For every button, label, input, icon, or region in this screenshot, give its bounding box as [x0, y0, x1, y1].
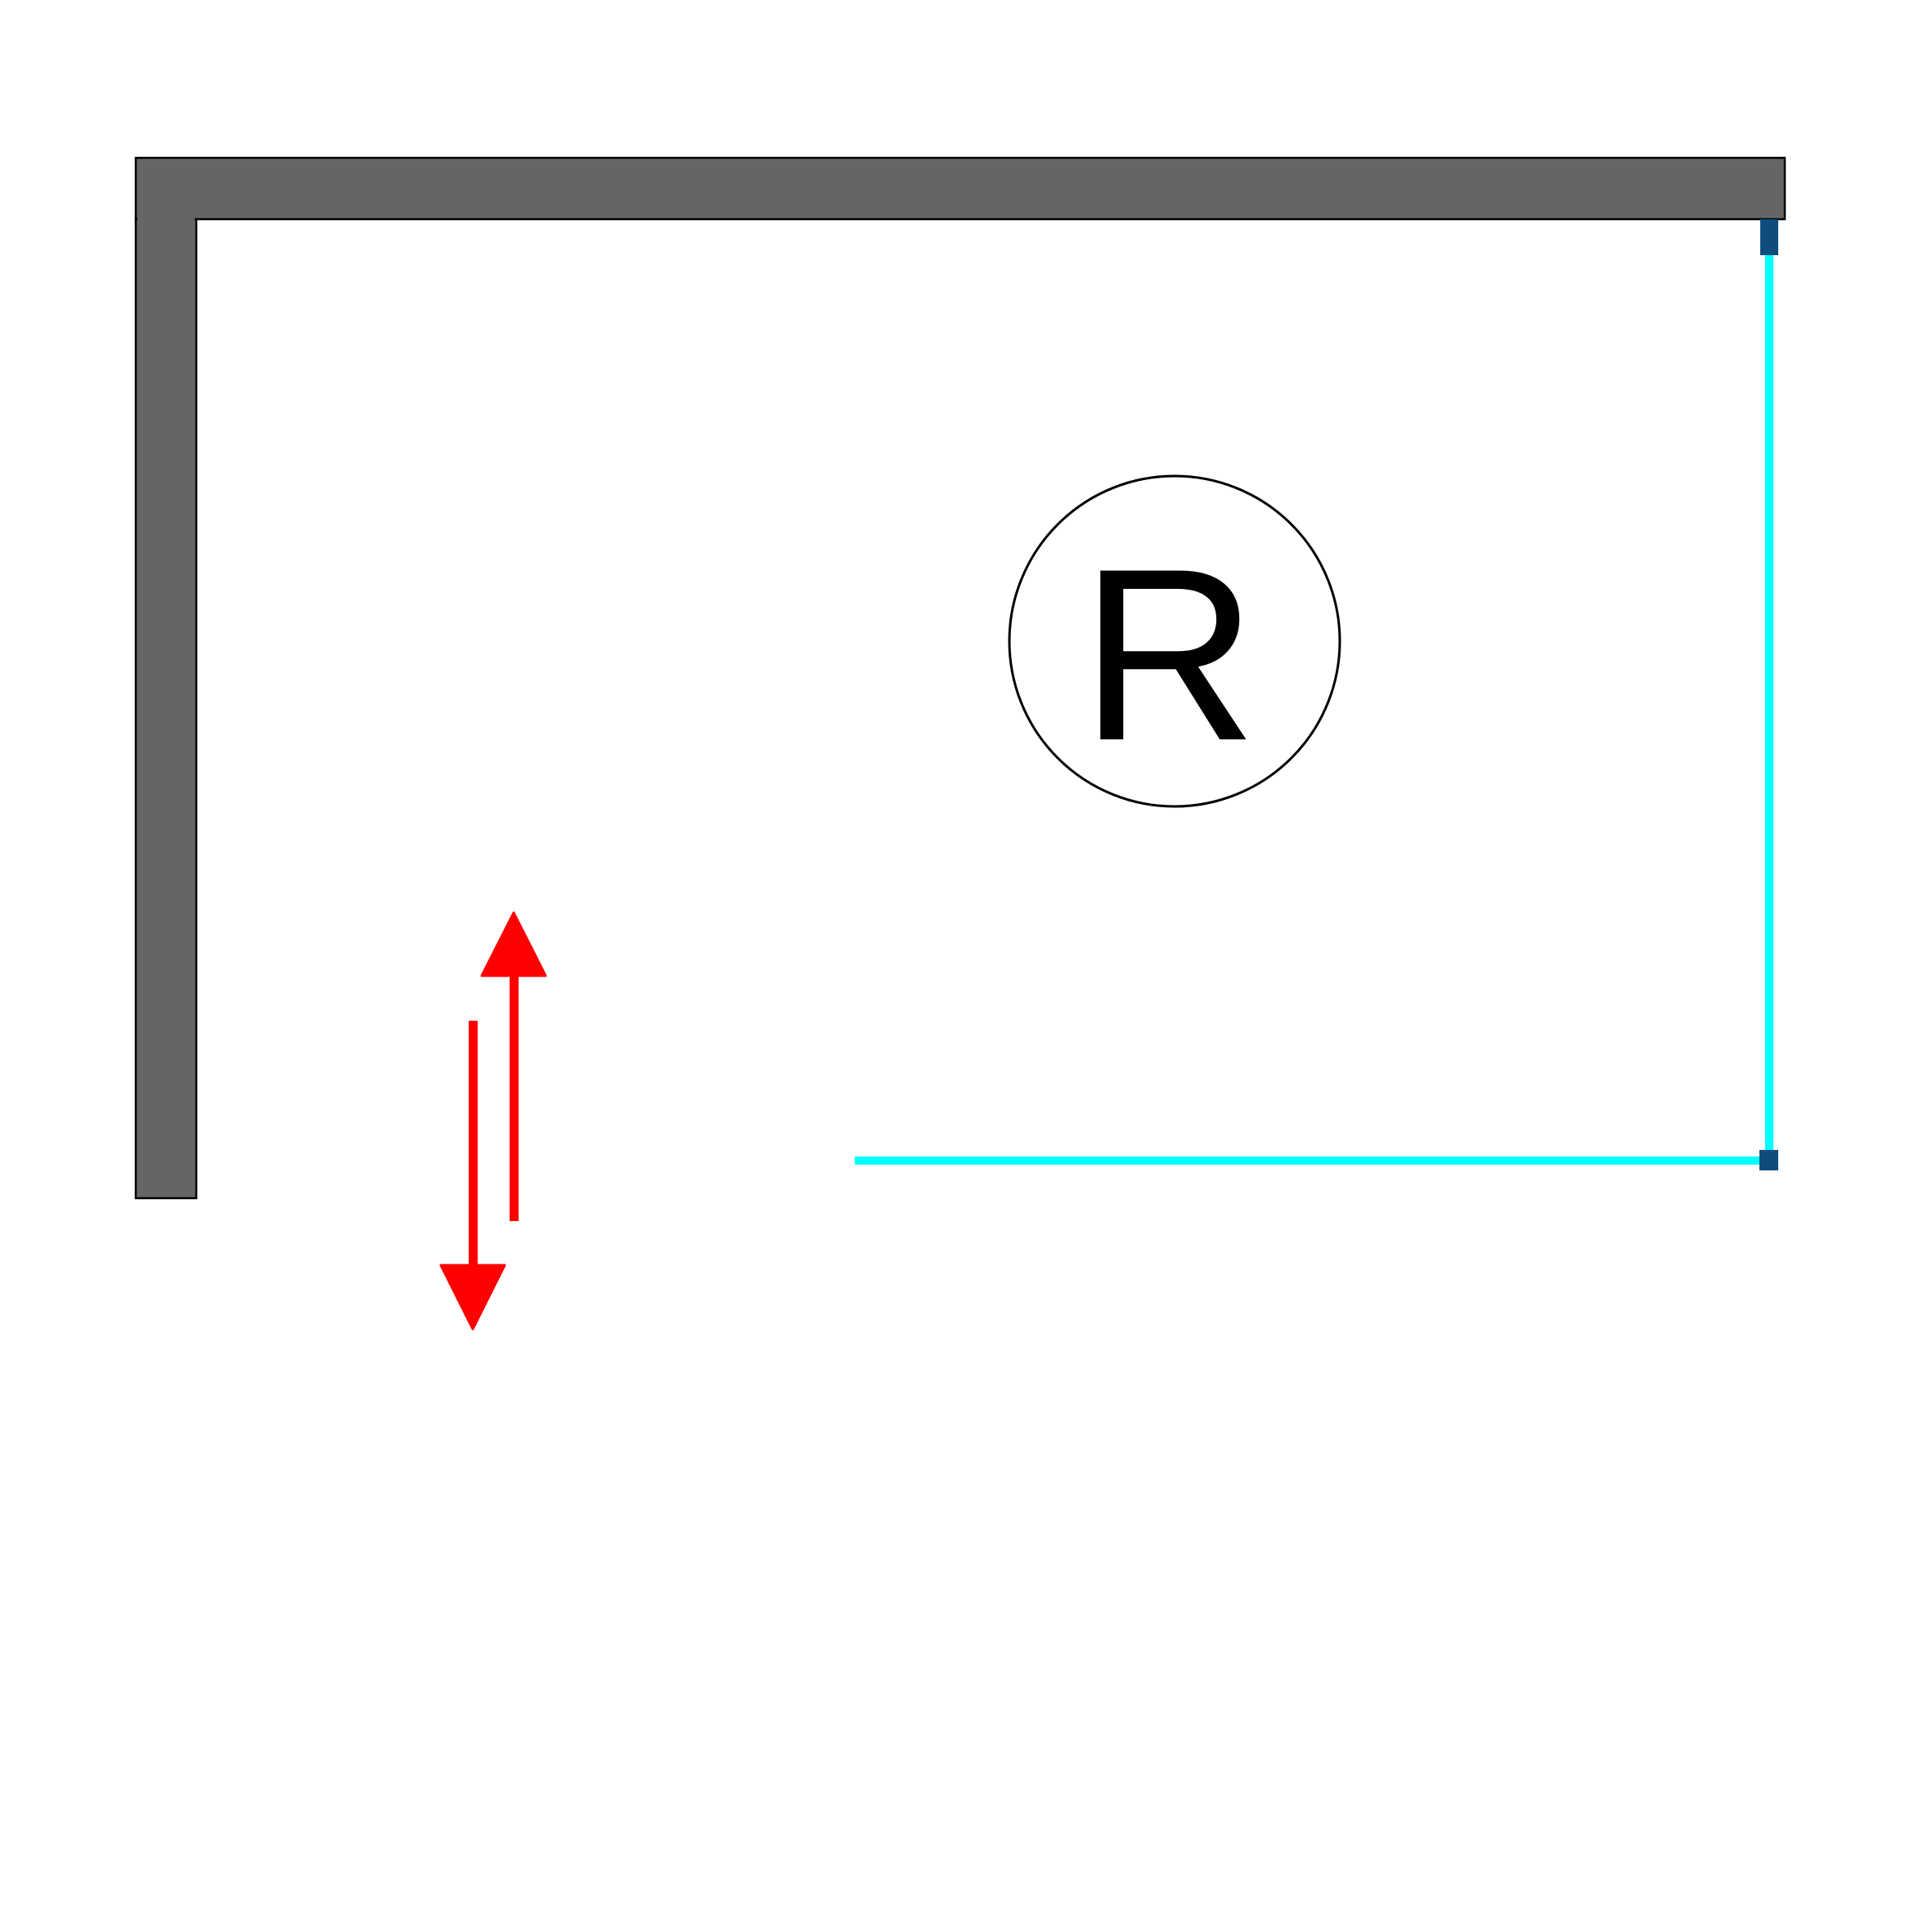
brackets [1759, 219, 1778, 1170]
arrow-up-head [480, 911, 547, 977]
corner-bracket [1759, 1150, 1778, 1170]
left-wall [134, 218, 198, 1200]
glass-panels [855, 249, 1773, 1165]
top-wall [134, 156, 1786, 221]
arrow-down-icon [439, 1021, 506, 1331]
handedness-letter: R [1081, 517, 1258, 792]
wall-joint-cover [137, 214, 195, 222]
handedness-badge: R [1008, 474, 1341, 808]
arrow-up-shaft [510, 973, 519, 1221]
arrow-up-icon [480, 911, 547, 1221]
arrow-down-head [439, 1264, 506, 1331]
walls [134, 156, 1786, 1200]
registered-circle-icon [1008, 474, 1341, 808]
arrow-down-shaft [469, 1021, 478, 1269]
slide-direction-arrows [439, 911, 547, 1331]
top-wall-bracket [1760, 219, 1778, 255]
